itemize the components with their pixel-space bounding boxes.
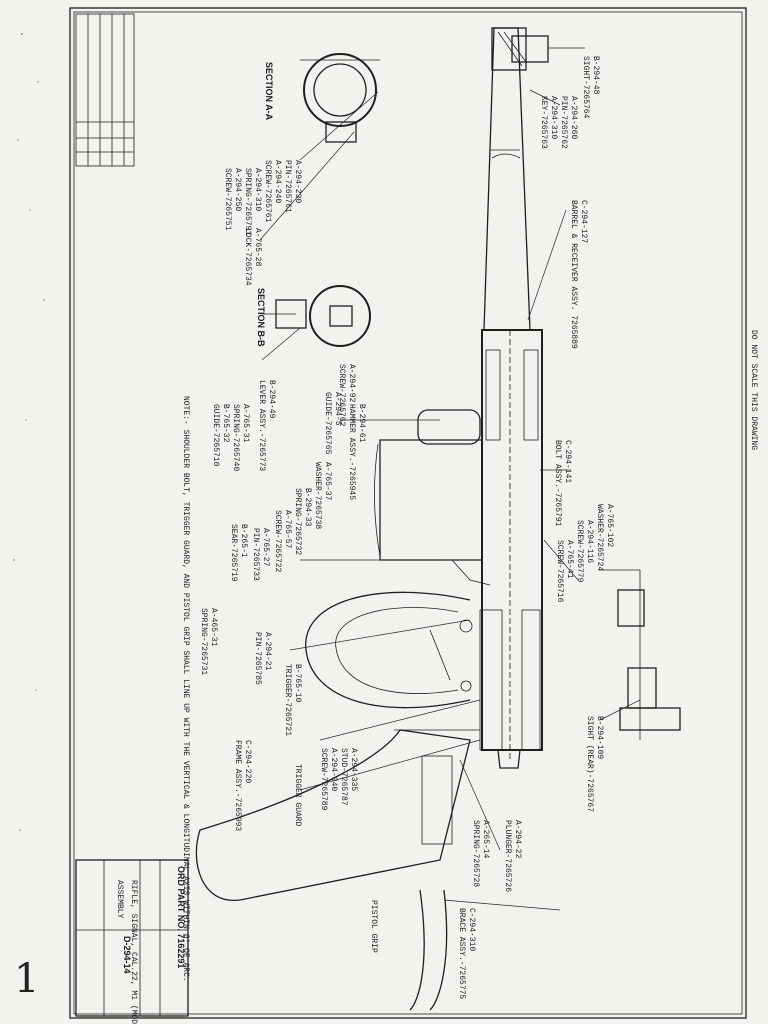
scan-noise <box>13 33 45 831</box>
callout-screw-f-num: SCREW-7265722 <box>273 510 282 573</box>
general-note: NOTE:- SHOULDER BOLT, TRIGGER GUARD, AND… <box>181 396 190 982</box>
callout-trigger-guard: TRIGGER GUARD <box>293 764 302 827</box>
callout-screw-a-num: SCREW-7265761 <box>263 160 272 223</box>
callout-pistol-grip: PISTOL GRIP <box>369 900 378 953</box>
callout-key-num: KEY-7265763 <box>539 96 548 149</box>
callout-pin-c-num: PIN-7265785 <box>253 632 262 685</box>
callout-spring-d: A-465-31 <box>209 608 218 647</box>
callout-screw-b: A-294-250 <box>233 168 242 211</box>
leader-lines <box>259 47 641 911</box>
inner-border <box>73 11 743 1015</box>
callout-pin-b-num: PIN-7265733 <box>251 528 260 581</box>
callout-spring-b: A-765-31 <box>241 404 250 443</box>
callout-lever-num: LEVER ASSY.-7265773 <box>257 380 266 471</box>
drawing-number: D-294-14 <box>122 936 132 974</box>
action-mechanism <box>374 409 491 692</box>
revision-table <box>75 13 135 167</box>
callout-stud: A-294-335 <box>349 748 358 791</box>
callout-screw-g-num: SCREW-7265789 <box>319 748 328 811</box>
callout-screw-a: A-294-240 <box>273 160 282 203</box>
callout-brace: C-294-310 <box>467 908 476 951</box>
callout-guide: B-765-32 <box>221 404 230 443</box>
callout-hammer: B-294-61 <box>357 404 366 443</box>
callout-spring-a: A-294-310 <box>253 168 262 211</box>
callout-lock: A-765-28 <box>253 228 262 267</box>
callout-guide-num: GUIDE-7265710 <box>211 404 220 467</box>
section-b-view <box>262 285 371 347</box>
callout-sight: B-294-48 <box>591 56 600 95</box>
callout-screw-f: A-765-57 <box>283 510 292 549</box>
callout-screw-e: A-765-41 <box>565 540 574 579</box>
title-line-1: RIFLE, SIGNAL, CAL.22, M1 (MODIFIED) <box>129 880 138 1024</box>
callout-pin: A-294-260 <box>569 96 578 139</box>
callout-screw-b-num: SCREW-7265751 <box>223 168 232 231</box>
callout-washer-num: WASHER-7265724 <box>595 504 604 571</box>
callout-lock-num: LOCK-7265734 <box>243 228 252 286</box>
do-not-scale-note: DO NOT SCALE THIS DRAWING <box>749 330 758 450</box>
callout-frame: C-294-220 <box>243 740 252 783</box>
callout-hammer-num: HAMMER ASSY.-7265945 <box>347 404 356 500</box>
callout-lever: B-294-49 <box>267 380 276 419</box>
section-a-label: SECTION A-A <box>264 62 274 121</box>
callout-spring-b-num: SPRING-7265740 <box>231 404 240 471</box>
callout-guide-b: A-294-5 <box>333 392 342 426</box>
callout-key: A-294-310 <box>549 96 558 139</box>
callout-plunger: A-294-22 <box>513 820 522 859</box>
callout-sear-num: SEAR-7265719 <box>229 524 238 582</box>
callout-barrel: C-294-127 <box>579 200 588 243</box>
callout-spring-a-num: SPRING-7265791 <box>243 168 252 235</box>
callout-screw-e-num: SCREW-7265716 <box>555 540 564 603</box>
callout-pin-num: PIN-7265762 <box>559 96 568 149</box>
callout-stud-num: STUD-7265787 <box>339 748 348 806</box>
pistol-grip <box>195 729 480 1011</box>
callout-plunger-num: PLUNGER-7265726 <box>503 820 512 892</box>
callout-trigger: B-765-10 <box>293 664 302 703</box>
callout-brace-num: BRACE ASSY.-7265775 <box>457 908 466 999</box>
callout-pin-b: A-765-27 <box>261 528 270 567</box>
sheet-mark: 1 <box>14 956 39 1002</box>
callout-trigger-num: TRIGGER-7265721 <box>283 664 292 736</box>
callout-screw-g: A-294-340 <box>329 748 338 791</box>
callout-rear-sight: B-294-109 <box>595 716 604 759</box>
trigger-guard <box>305 591 471 709</box>
callout-washer: A-765-102 <box>605 504 614 547</box>
callout-guide-b-num: GUIDE-7265765 <box>323 392 332 455</box>
callout-pin-c: A-294-21 <box>263 632 272 671</box>
callout-pin-a: A-294-230 <box>293 160 302 203</box>
callout-bolt: C-294-141 <box>563 440 572 483</box>
callout-screw-c-num: SCREW-7265762 <box>337 364 346 427</box>
callout-sight-num: SIGHT-7265764 <box>581 56 590 119</box>
ord-part-number: ORD PART NO. 7162291 <box>176 866 186 968</box>
callout-spring-c: B-294-33 <box>303 488 312 527</box>
callout-pin-a-num: PIN-7265761 <box>283 160 292 213</box>
callout-washer-b-num: WASHER-7265738 <box>313 462 322 529</box>
sheet-border <box>69 7 747 1019</box>
section-a-view <box>300 53 380 143</box>
callout-barrel-num: BARREL & RECEIVER ASSY. 7265889 <box>569 200 578 349</box>
callout-screw-d-num: SCREW-7265779 <box>575 520 584 583</box>
callout-bolt-num: BOLT ASSY.-7265791 <box>553 440 562 527</box>
callout-spring-e-num: SPRING-7265728 <box>471 820 480 887</box>
callout-rear-sight-num: SIGHT (REAR)-7265767 <box>585 716 594 812</box>
callout-spring-e: A-265-14 <box>481 820 490 859</box>
callout-spring-c-num: SPRING-7265732 <box>293 488 302 555</box>
callout-spring-d-num: SPRING-7265731 <box>199 608 208 675</box>
barrel-assembly <box>479 27 549 769</box>
rotated-labels: DO NOT SCALE THIS DRAWING SECTION A-A SE… <box>115 62 758 1024</box>
title-block <box>75 859 189 1017</box>
title-line-2: ASSEMBLY <box>115 880 124 919</box>
callout-group: B-294-48 SIGHT-7265764 A-294-260 PIN-726… <box>199 56 614 999</box>
rear-sight <box>600 569 681 740</box>
callout-frame-num: FRAME ASSY.-7265993 <box>233 740 242 831</box>
callout-sear: B-265-1 <box>239 524 248 558</box>
callout-screw-c: A-294-92 <box>347 364 356 403</box>
callout-washer-b: A-765-37 <box>323 462 332 501</box>
callout-screw-d: A-294-116 <box>585 520 594 563</box>
section-b-label: SECTION B-B <box>256 288 266 347</box>
